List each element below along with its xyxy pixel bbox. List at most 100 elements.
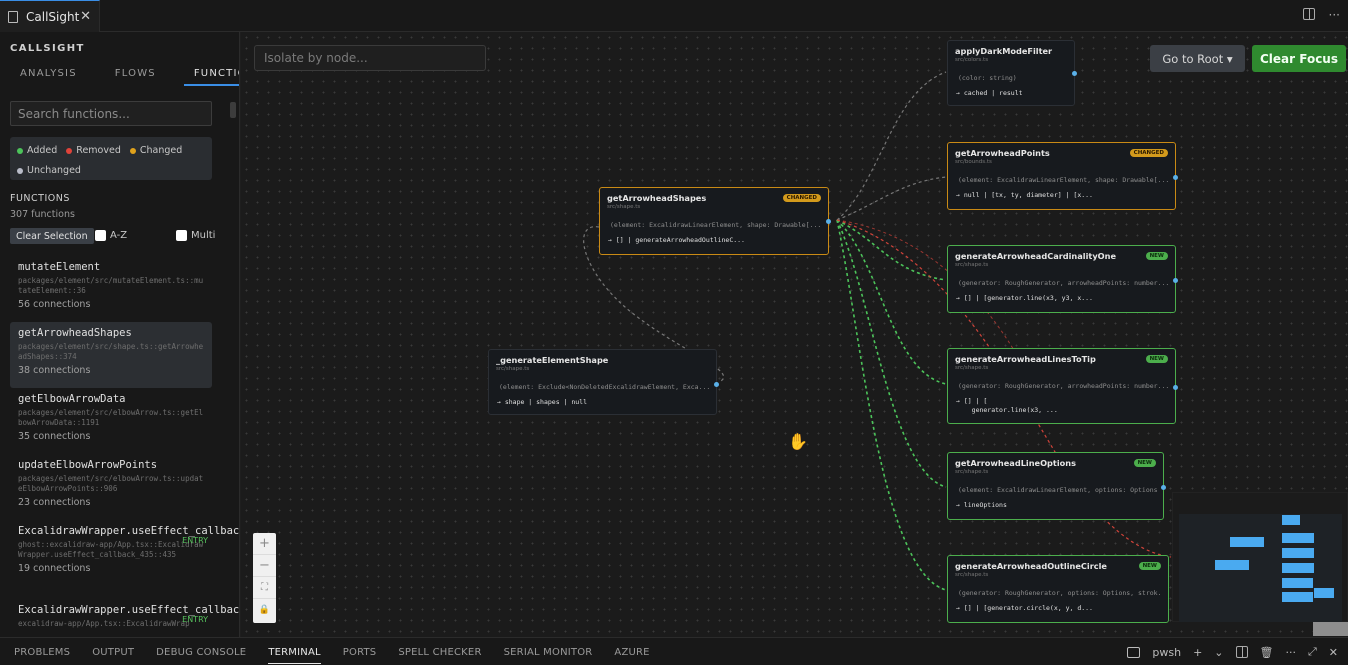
- minimap-node: [1314, 588, 1334, 598]
- edge-to-outlineCircle: [836, 219, 947, 591]
- split-editor-icon[interactable]: [1302, 8, 1315, 20]
- status-legend: Added Removed Changed Unchanged: [10, 137, 212, 180]
- function-item-updateElbowArrowPoints[interactable]: updateElbowArrowPoints packages/element/…: [18, 459, 204, 508]
- zoom-controls: + − ⛶ 🔒: [253, 533, 276, 623]
- edge-removed-1: [836, 219, 1172, 558]
- output-port[interactable]: [1072, 71, 1077, 76]
- terminal-icon: [1127, 646, 1141, 658]
- isolate-node-input[interactable]: [254, 45, 486, 71]
- panel-tab-azure[interactable]: AZURE: [614, 647, 650, 658]
- new-terminal-icon[interactable]: +: [1193, 645, 1203, 659]
- panel-tab-problems[interactable]: PROBLEMS: [14, 647, 71, 658]
- editor-tab-bar: CallSight ✕ ···: [0, 0, 1348, 32]
- panel-tab-ports[interactable]: PORTS: [342, 647, 377, 658]
- sort-az-checkbox[interactable]: A-Z: [95, 230, 127, 241]
- legend-unchanged: Unchanged: [17, 165, 81, 176]
- legend-added: Added: [17, 145, 57, 156]
- function-item-useEffect-435[interactable]: ExcalidrawWrapper.useEffect_callback_435…: [18, 525, 240, 574]
- minimap-viewport: [1179, 514, 1342, 622]
- minimap-node: [1215, 560, 1249, 570]
- legend-changed: Changed: [129, 145, 182, 156]
- clear-focus-button[interactable]: Clear Focus: [1252, 45, 1346, 72]
- more-panel-icon[interactable]: ···: [1285, 645, 1296, 659]
- unchanged-dot-icon: [17, 167, 23, 174]
- minimap-node: [1282, 578, 1313, 588]
- maximize-panel-icon[interactable]: ⤢: [1307, 645, 1317, 658]
- sidebar-scrollbar[interactable]: [230, 102, 236, 118]
- function-item-useEffect-522[interactable]: ExcalidrawWrapper.useEffect_callback_522…: [18, 604, 240, 628]
- functions-section-title: FUNCTIONS: [10, 193, 70, 204]
- zoom-out-button[interactable]: −: [253, 555, 276, 577]
- minimap[interactable]: [1172, 492, 1348, 622]
- minimap-node: [1282, 515, 1300, 525]
- function-item-mutateElement[interactable]: mutateElement packages/element/src/mutat…: [18, 261, 204, 310]
- call-graph-canvas[interactable]: Go to Root ▾ Clear Focus applyDarkModeFi…: [241, 32, 1348, 637]
- trash-icon[interactable]: 🗑: [1259, 645, 1274, 659]
- output-port[interactable]: [714, 382, 719, 387]
- legend-removed: Removed: [66, 145, 121, 156]
- graph-edges: [583, 71, 1172, 591]
- new-badge: NEW: [1145, 252, 1168, 260]
- output-port[interactable]: [1173, 385, 1178, 390]
- new-badge: NEW: [1138, 562, 1161, 570]
- multi-select-checkbox[interactable]: Multi: [176, 230, 215, 241]
- hand-cursor-icon: ✋: [788, 432, 808, 451]
- function-count: 307 functions: [10, 209, 75, 220]
- panel-tab-debug-console[interactable]: DEBUG CONSOLE: [156, 647, 247, 658]
- tab-functions[interactable]: FUNCTIONS: [183, 66, 239, 86]
- minimap-node: [1282, 548, 1314, 558]
- output-port[interactable]: [1173, 278, 1178, 283]
- more-actions-icon[interactable]: ···: [1328, 8, 1340, 22]
- tab-title: CallSight: [26, 9, 80, 24]
- terminal-dropdown-icon[interactable]: ⌄: [1214, 645, 1224, 659]
- close-panel-icon[interactable]: ✕: [1328, 645, 1338, 659]
- edge-to-linesToTip: [836, 219, 947, 385]
- checkbox-box[interactable]: [176, 230, 187, 241]
- checkbox-box[interactable]: [95, 230, 106, 241]
- tabbar-actions: ···: [1302, 8, 1340, 22]
- bottom-panel-tabs: PROBLEMS OUTPUT DEBUG CONSOLE TERMINAL P…: [0, 637, 1348, 665]
- edge-to-getArrowheadPoints: [836, 176, 947, 221]
- output-port[interactable]: [1161, 485, 1166, 490]
- minimap-scroll-handle[interactable]: [1313, 622, 1348, 636]
- function-item-getArrowheadShapes[interactable]: getArrowheadShapes packages/element/src/…: [10, 322, 212, 388]
- panel-tab-spell-checker[interactable]: SPELL CHECKER: [398, 647, 482, 658]
- search-functions-input[interactable]: [10, 101, 212, 126]
- changed-badge: CHANGED: [1129, 149, 1168, 157]
- edge-to-lineOptions: [836, 219, 947, 488]
- panel-tab-terminal[interactable]: TERMINAL: [268, 640, 321, 664]
- callsight-sidebar: CALLSIGHT ANALYSIS FLOWS FUNCTIONS Added…: [0, 32, 240, 637]
- fit-view-button[interactable]: ⛶: [253, 577, 276, 599]
- zoom-in-button[interactable]: +: [253, 533, 276, 555]
- lock-icon[interactable]: 🔒: [258, 605, 271, 615]
- terminal-name[interactable]: pwsh: [1152, 645, 1182, 659]
- tab-flows[interactable]: FLOWS: [114, 68, 156, 79]
- split-terminal-icon[interactable]: [1235, 646, 1248, 658]
- minimap-node: [1282, 592, 1313, 602]
- panel-tab-output[interactable]: OUTPUT: [92, 647, 135, 658]
- output-port[interactable]: [826, 219, 831, 224]
- go-to-root-button[interactable]: Go to Root ▾: [1150, 45, 1245, 72]
- function-item-getElbowArrowData[interactable]: getElbowArrowData packages/element/src/e…: [18, 393, 204, 442]
- edge-to-generateElementShape: [583, 226, 725, 383]
- function-list: mutateElement packages/element/src/mutat…: [10, 256, 240, 637]
- close-icon[interactable]: ✕: [80, 9, 91, 24]
- minimap-node: [1282, 533, 1314, 543]
- tab-callsight[interactable]: CallSight ✕: [0, 0, 100, 32]
- clear-selection-button[interactable]: Clear Selection: [10, 228, 94, 244]
- edge-to-cardinalityOne: [836, 219, 947, 281]
- panel-tab-serial-monitor[interactable]: SERIAL MONITOR: [503, 647, 593, 658]
- sidebar-tabs: ANALYSIS FLOWS FUNCTIONS: [10, 66, 239, 86]
- tab-analysis[interactable]: ANALYSIS: [20, 68, 77, 79]
- changed-badge: CHANGED: [782, 194, 821, 202]
- output-port[interactable]: [1173, 175, 1178, 180]
